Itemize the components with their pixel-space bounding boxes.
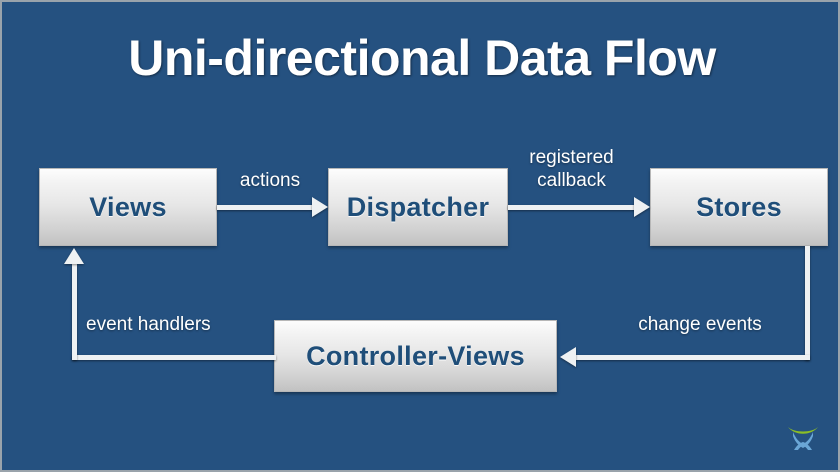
arrow-head-left-icon	[560, 347, 576, 367]
connector-controller-views-left	[72, 355, 276, 360]
node-views[interactable]: Views	[39, 168, 217, 246]
node-controller-views[interactable]: Controller-Views	[274, 320, 557, 392]
node-dispatcher[interactable]: Dispatcher	[328, 168, 508, 246]
connector-to-controller-views	[576, 355, 810, 360]
connector-stores-down	[805, 246, 810, 360]
arrow-head-up-icon	[64, 248, 84, 264]
edge-label-event-handlers: event handlers	[86, 314, 211, 335]
arrow-head-right-icon	[634, 197, 650, 217]
connector-dispatcher-to-stores	[508, 205, 635, 210]
connector-views-to-dispatcher	[217, 205, 313, 210]
page-title: Uni-directional Data Flow	[128, 30, 716, 86]
edge-label-registered-callback: registered callback	[529, 147, 614, 191]
arrow-head-right-icon	[312, 197, 328, 217]
edge-label-change-events: change events	[638, 314, 762, 335]
edge-label-actions: actions	[239, 170, 301, 191]
connector-up-to-views	[72, 264, 77, 360]
x-logo-watermark-icon	[788, 427, 818, 450]
node-stores[interactable]: Stores	[650, 168, 828, 246]
